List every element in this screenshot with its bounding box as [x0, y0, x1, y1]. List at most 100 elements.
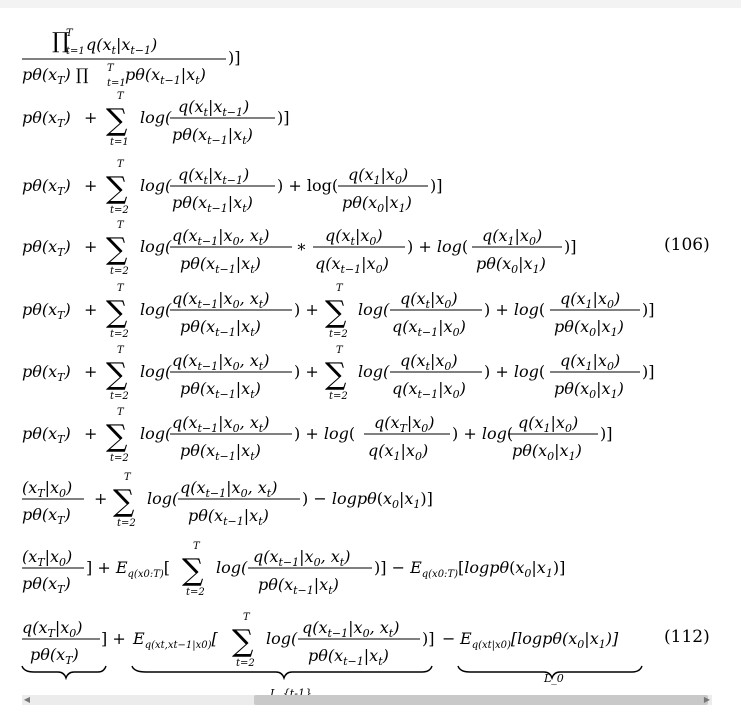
svg-text:q(xt|xt−1): q(xt|xt−1) — [178, 97, 249, 119]
svg-text:T: T — [124, 472, 132, 483]
svg-text:pθ(xT) ∏: pθ(xT) ∏ — [22, 65, 89, 87]
derivation-equations: ∏ T t=1 q(xt|xt−1) pθ(xT) ∏ T t=1 pθ(xt−… — [21, 28, 654, 700]
svg-text:q(xt|xt−1): q(xt|xt−1) — [86, 35, 157, 57]
svg-text:) − logpθ(x0|x1)]: ) − logpθ(x0|x1)] — [302, 489, 433, 511]
svg-text:pθ(xT): pθ(xT) — [30, 645, 79, 667]
svg-text:) +: ) + — [294, 362, 319, 381]
svg-text:t=2: t=2 — [110, 391, 129, 402]
svg-text:q(xt−1|x0): q(xt−1|x0) — [315, 254, 389, 276]
svg-text:t=1: t=1 — [110, 137, 129, 148]
svg-text:pθ(xt−1|xt): pθ(xt−1|xt) — [180, 317, 261, 339]
svg-text:t=2: t=2 — [110, 266, 129, 277]
svg-text:pθ(xt−1|xt): pθ(xt−1|xt) — [308, 646, 389, 668]
svg-text:(xT|x0): (xT|x0) — [22, 547, 72, 569]
eq-line-5: pθ(xT) + ∑ T t=2 log( q(xt−1|x0, xt) pθ(… — [22, 283, 654, 340]
svg-text:T: T — [117, 159, 125, 170]
svg-text:log(: log( — [216, 558, 248, 577]
underbrace-label-l-0: L_0 — [543, 672, 564, 685]
svg-text:pθ(xt−1|xt): pθ(xt−1|xt) — [172, 125, 253, 147]
svg-text:t=2: t=2 — [329, 391, 348, 402]
scroll-left-icon[interactable]: ◀ — [23, 695, 31, 704]
svg-text:pθ(x0|x1): pθ(x0|x1) — [554, 379, 624, 401]
svg-text:] + Eq(x0:T)[: ] + Eq(x0:T)[ — [86, 558, 170, 580]
svg-text:pθ(x0|x1): pθ(x0|x1) — [342, 193, 412, 215]
svg-text:)] − Eq(x0:T)[logpθ(x0|x1)]: )] − Eq(x0:T)[logpθ(x0|x1)] — [374, 558, 565, 580]
svg-text:q(xt|x0): q(xt|x0) — [400, 289, 458, 311]
svg-text:T: T — [243, 612, 251, 623]
svg-text:T: T — [336, 283, 344, 294]
svg-text:∑: ∑ — [106, 357, 128, 392]
svg-text:log(: log( — [140, 300, 172, 319]
svg-text:t=2: t=2 — [236, 658, 255, 669]
eq-line-7: pθ(xT) + ∑ T t=2 log( q(xt−1|x0, xt) pθ(… — [22, 407, 612, 464]
equation-number-112: (112) — [664, 627, 710, 647]
svg-text:q(xt−1|x0, xt): q(xt−1|x0, xt) — [302, 618, 399, 640]
svg-text:q(xt−1|x0, xt): q(xt−1|x0, xt) — [172, 351, 269, 373]
svg-text:) +: ) + — [294, 300, 319, 319]
svg-text:) + log(: ) + log( — [484, 300, 545, 319]
svg-text:q(xT|x0): q(xT|x0) — [22, 618, 83, 640]
svg-text:pθ(xT): pθ(xT) — [22, 176, 71, 198]
svg-text:q(xt−1|x0, xt): q(xt−1|x0, xt) — [180, 478, 277, 500]
eq-line-10: q(xT|x0) pθ(xT) ] + Eq(xt,xt−1|x0)[ ∑ T … — [21, 612, 643, 681]
svg-text:∑: ∑ — [325, 357, 347, 392]
svg-text:T: T — [107, 63, 115, 74]
svg-text:log(: log( — [140, 108, 172, 127]
svg-text:+: + — [84, 176, 97, 195]
svg-text:) + log(: ) + log( — [484, 362, 545, 381]
svg-text:t=2: t=2 — [110, 453, 129, 464]
svg-text:pθ(xT): pθ(xT) — [22, 237, 71, 259]
svg-text:pθ(xT): pθ(xT) — [22, 362, 71, 384]
scrollbar-thumb[interactable] — [254, 695, 708, 705]
svg-text:+: + — [84, 362, 97, 381]
svg-text:q(x1|x0): q(x1|x0) — [560, 351, 620, 373]
svg-text:t=2: t=2 — [329, 329, 348, 340]
svg-text:T: T — [117, 91, 125, 102]
horizontal-scrollbar[interactable]: ◀ ▶ — [22, 695, 712, 705]
svg-text:∑: ∑ — [106, 171, 128, 206]
svg-text:) + log(: ) + log( — [452, 424, 513, 443]
svg-text:log(: log( — [140, 424, 172, 443]
svg-text:q(xt−1|x0): q(xt−1|x0) — [392, 317, 466, 339]
svg-text:log(: log( — [140, 362, 172, 381]
svg-text:log(: log( — [358, 300, 390, 319]
svg-text:T: T — [193, 541, 201, 552]
svg-text:∑: ∑ — [325, 295, 347, 330]
svg-text:q(x1|x0): q(x1|x0) — [482, 226, 542, 248]
svg-text:+: + — [84, 108, 97, 127]
svg-text:q(x1|x0): q(x1|x0) — [518, 413, 578, 435]
eq-line-4: pθ(xT) + ∑ T t=2 log( q(xt−1|x0, xt) pθ(… — [22, 220, 576, 277]
svg-text:∏: ∏ — [52, 29, 70, 54]
svg-text:)]: )] — [564, 237, 576, 256]
eq-line-3: pθ(xT) + ∑ T t=2 log( q(xt|xt−1) pθ(xt−1… — [22, 159, 442, 216]
svg-text:pθ(x0|x1): pθ(x0|x1) — [476, 254, 546, 276]
svg-text:pθ(xt−1|xt): pθ(xt−1|xt) — [188, 506, 269, 528]
svg-text:pθ(x0|x1): pθ(x0|x1) — [512, 441, 582, 463]
svg-text:) + log(: ) + log( — [294, 424, 355, 443]
svg-text:) + log(: ) + log( — [277, 176, 338, 195]
eq-line-2: pθ(xT) + ∑ T t=1 log( q(xt|xt−1) pθ(xt−1… — [22, 91, 289, 148]
svg-text:T: T — [117, 407, 125, 418]
svg-text:t=2: t=2 — [110, 205, 129, 216]
svg-text:)]: )] — [642, 300, 654, 319]
scroll-right-icon[interactable]: ▶ — [703, 695, 711, 704]
svg-text:t=2: t=2 — [110, 329, 129, 340]
svg-text:t=1: t=1 — [107, 78, 126, 89]
svg-text:pθ(xT): pθ(xT) — [22, 505, 71, 527]
svg-text:log(: log( — [358, 362, 390, 381]
svg-text:q(xt−1|x0, xt): q(xt−1|x0, xt) — [253, 547, 350, 569]
svg-text:−: − — [442, 629, 455, 648]
svg-text:q(x1|x0): q(x1|x0) — [560, 289, 620, 311]
svg-text:∑: ∑ — [182, 553, 204, 588]
svg-text:log(: log( — [147, 489, 179, 508]
svg-text:+: + — [84, 237, 97, 256]
svg-text:∑: ∑ — [106, 103, 128, 138]
svg-text:pθ(xt−1|xt): pθ(xt−1|xt) — [258, 575, 339, 597]
svg-text:)]: )] — [228, 48, 240, 67]
svg-text:pθ(xt−1|xt): pθ(xt−1|xt) — [125, 65, 206, 87]
svg-text:log(: log( — [140, 176, 172, 195]
svg-text:t=2: t=2 — [186, 587, 205, 598]
svg-text:)]: )] — [277, 108, 289, 127]
svg-text:T: T — [117, 345, 125, 356]
svg-text:∗: ∗ — [296, 237, 307, 256]
